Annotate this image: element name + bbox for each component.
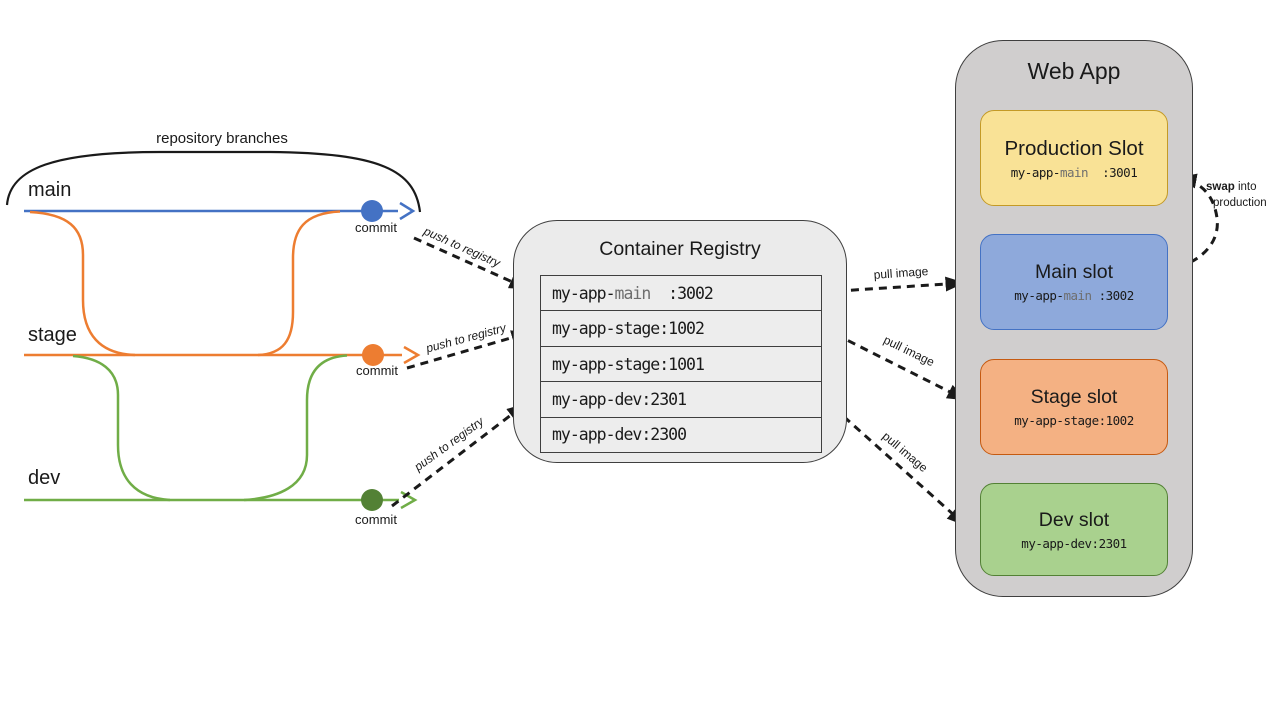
swap-label-line1: swap into — [1206, 181, 1257, 193]
image-tag: my-app-stage:1001 — [552, 354, 705, 374]
registry-row: my-app-stage:1001 — [541, 345, 821, 381]
repository-branches-brace — [5, 150, 422, 213]
pull-arrow-main — [822, 276, 965, 294]
commit-dot-dev — [361, 489, 383, 511]
production-slot: Production Slot my-app-main :3001 — [980, 110, 1168, 206]
dev-slot: Dev slot my-app-dev:2301 — [980, 483, 1168, 576]
commit-dot-main — [361, 200, 383, 222]
swap-into-production-label: swap into production — [1206, 180, 1267, 211]
registry-row: my-app-stage:1002 — [541, 310, 821, 345]
push-arrow-dev — [391, 403, 527, 508]
branch-label-dev: dev — [28, 467, 61, 489]
slot-image-tag: my-app-dev:2301 — [1021, 535, 1127, 551]
dev-branch-right-curve — [243, 354, 348, 502]
registry-row: my-app-dev:2301 — [541, 381, 821, 416]
branch-arrowhead-main — [399, 201, 416, 221]
swap-label-line2: production — [1213, 196, 1267, 209]
branch-label-stage: stage — [28, 324, 77, 346]
branch-label-main: main — [28, 179, 72, 201]
pull-arrow-stage — [822, 326, 967, 401]
image-tag: my-app-main :3002 — [552, 283, 714, 303]
image-tag: my-app-stage:1002 — [552, 319, 705, 339]
push-arrow-main — [413, 236, 529, 290]
web-app-title: Web App — [1027, 58, 1121, 84]
container-registry-table: my-app-main :3002 my-app-stage:1002 my-a… — [540, 275, 822, 453]
slot-image-tag: my-app-main :3002 — [1014, 288, 1134, 303]
stage-slot: Stage slot my-app-stage:1002 — [980, 359, 1168, 455]
slot-image-tag: my-app-stage:1002 — [1014, 413, 1134, 428]
container-registry-title: Container Registry — [599, 238, 761, 260]
slot-title: Stage slot — [1030, 386, 1118, 408]
image-tag: my-app-dev:2301 — [552, 389, 687, 409]
registry-row: my-app-dev:2300 — [541, 416, 821, 452]
repository-branches-caption: repository branches — [156, 130, 288, 147]
image-tag: my-app-dev:2300 — [552, 425, 687, 445]
stage-branch-right-curve — [257, 210, 341, 357]
slot-title: Main slot — [1034, 261, 1114, 283]
branch-arrowhead-stage — [403, 345, 421, 365]
push-arrow-stage — [406, 330, 531, 370]
slot-title: Dev slot — [1038, 508, 1110, 531]
commit-label-dev: commit — [355, 512, 397, 527]
commit-dot-stage — [362, 344, 384, 366]
commit-label-main: commit — [355, 220, 397, 235]
dev-branch-left-curve — [72, 354, 171, 502]
main-slot: Main slot my-app-main :3002 — [980, 234, 1168, 330]
registry-row: my-app-main :3002 — [541, 276, 821, 310]
commit-label-stage: commit — [356, 363, 398, 378]
slot-image-tag: my-app-main :3001 — [1010, 164, 1138, 180]
stage-branch-left-curve — [29, 210, 136, 357]
slot-title: Production Slot — [1004, 136, 1144, 160]
